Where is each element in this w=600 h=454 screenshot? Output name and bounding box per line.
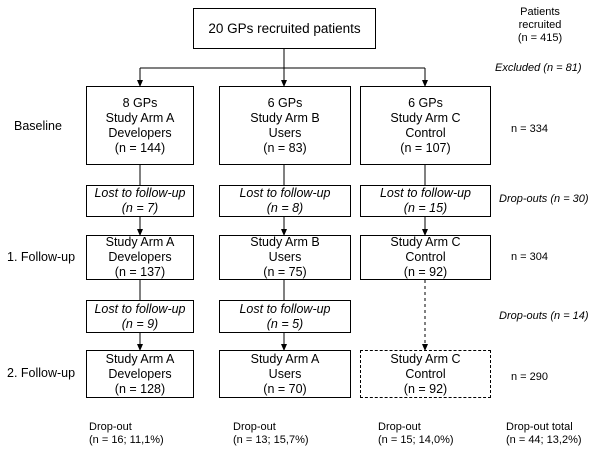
followup-2-arm-c-box: Study Arm C Control (n = 92)	[360, 350, 491, 398]
stage-baseline: Baseline	[14, 119, 62, 133]
arm-a-gps: 8 GPs	[122, 95, 158, 110]
arm-group: Users	[268, 366, 302, 381]
recruited-label: 20 GPs recruited patients	[208, 21, 361, 36]
lost-followup-1-arm-b: Lost to follow-up (n = 8)	[219, 185, 351, 217]
recruited-line-1: Patients	[520, 6, 560, 18]
lost-count: (n = 15)	[403, 201, 448, 215]
lost-label: Lost to follow-up	[94, 301, 186, 316]
arm-a-group: Developers	[108, 125, 172, 140]
arm-title: Study Arm A	[105, 351, 175, 366]
arm-c-title: Study Arm C	[390, 110, 461, 125]
arm-title: Study Arm B	[250, 235, 320, 249]
arm-title: Study Arm A	[250, 351, 320, 366]
dropout-arm-c: Drop-out (n = 15; 14,0%)	[378, 421, 454, 447]
lost-followup-1-arm-a: Lost to follow-up (n = 7)	[86, 185, 194, 217]
arm-a-n: (n = 144)	[114, 140, 166, 155]
arm-b-group: Users	[268, 125, 302, 140]
dropout-label: Drop-out	[378, 421, 421, 433]
arm-b-n: (n = 83)	[263, 140, 307, 155]
arm-title: Study Arm C	[390, 235, 461, 249]
stage-followup-2: 2. Follow-up	[7, 366, 76, 380]
stage-followup-1: 1. Follow-up	[7, 250, 76, 264]
followup-2-n: n = 290	[511, 371, 549, 383]
arm-group: Developers	[108, 366, 172, 381]
dropout-value: (n = 15; 14,0%)	[378, 434, 454, 446]
arm-a-title: Study Arm A	[105, 110, 175, 125]
lost-label: Lost to follow-up	[379, 186, 472, 200]
lost-count: (n = 7)	[121, 201, 159, 215]
recruited-box: 20 GPs recruited patients	[193, 8, 376, 49]
dropout-total: Drop-out total (n = 44; 13,2%)	[506, 421, 582, 447]
lost-followup-2-arm-a: Lost to follow-up (n = 9)	[86, 300, 194, 333]
followup-1-n: n = 304	[511, 251, 549, 263]
arm-b-gps: 6 GPs	[267, 95, 303, 110]
arm-c-gps: 6 GPs	[408, 95, 443, 110]
lost-count: (n = 5)	[266, 316, 304, 331]
lost-followup-2-arm-b: Lost to follow-up (n = 5)	[219, 300, 351, 333]
arm-n: (n = 92)	[403, 381, 448, 396]
arm-b-title: Study Arm B	[250, 110, 320, 125]
followup-1-arm-b-box: Study Arm B Users (n = 75)	[219, 235, 351, 280]
baseline-n: n = 334	[511, 123, 549, 135]
arm-group: Users	[268, 250, 302, 264]
lost-label: Lost to follow-up	[239, 301, 331, 316]
arm-n: (n = 128)	[114, 381, 166, 396]
dropout-arm-b: Drop-out (n = 13; 15,7%)	[233, 421, 309, 447]
arm-n: (n = 92)	[403, 265, 448, 279]
dropout-label: Drop-out	[89, 421, 132, 433]
dropout-label: Drop-out	[233, 421, 276, 433]
dropout-value: (n = 16; 11,1%)	[89, 434, 164, 446]
followup-2-arm-b-box: Study Arm A Users (n = 70)	[219, 350, 351, 398]
dropouts-2: Drop-outs (n = 14)	[499, 310, 589, 322]
arm-n: (n = 75)	[263, 265, 307, 279]
patients-recruited: Patients recruited (n = 415)	[510, 6, 570, 45]
followup-1-arm-a-box: Study Arm A Developers (n = 137)	[86, 235, 194, 280]
followup-1-arm-c-box: Study Arm C Control (n = 92)	[360, 235, 491, 280]
dropout-total-label: Drop-out total	[506, 421, 573, 433]
arm-title: Study Arm A	[105, 235, 175, 249]
baseline-arm-c-box: 6 GPs Study Arm C Control (n = 107)	[360, 86, 491, 165]
lost-label: Lost to follow-up	[239, 186, 331, 200]
recruited-line-2: recruited	[518, 19, 562, 31]
arm-c-n: (n = 107)	[400, 140, 451, 155]
arm-c-group: Control	[405, 125, 446, 140]
arm-n: (n = 137)	[114, 265, 166, 279]
dropout-total-value: (n = 44; 13,2%)	[506, 434, 582, 446]
arm-group: Control	[405, 366, 446, 381]
arm-title: Study Arm C	[390, 351, 461, 366]
excluded-label: Excluded (n = 81)	[495, 62, 582, 74]
dropout-arm-a: Drop-out (n = 16; 11,1%)	[89, 421, 164, 447]
followup-2-arm-a-box: Study Arm A Developers (n = 128)	[86, 350, 194, 398]
dropouts-1: Drop-outs (n = 30)	[499, 193, 589, 205]
baseline-arm-b-box: 6 GPs Study Arm B Users (n = 83)	[219, 86, 351, 165]
arm-n: (n = 70)	[263, 381, 307, 396]
lost-count: (n = 8)	[266, 201, 304, 215]
lost-count: (n = 9)	[121, 316, 159, 331]
recruited-count: (n = 415)	[517, 32, 563, 44]
baseline-arm-a-box: 8 GPs Study Arm A Developers (n = 144)	[86, 86, 194, 165]
arm-group: Control	[405, 250, 446, 264]
lost-label: Lost to follow-up	[94, 186, 186, 200]
dropout-value: (n = 13; 15,7%)	[233, 434, 309, 446]
lost-followup-1-arm-c: Lost to follow-up (n = 15)	[360, 185, 491, 217]
arm-group: Developers	[108, 250, 172, 264]
